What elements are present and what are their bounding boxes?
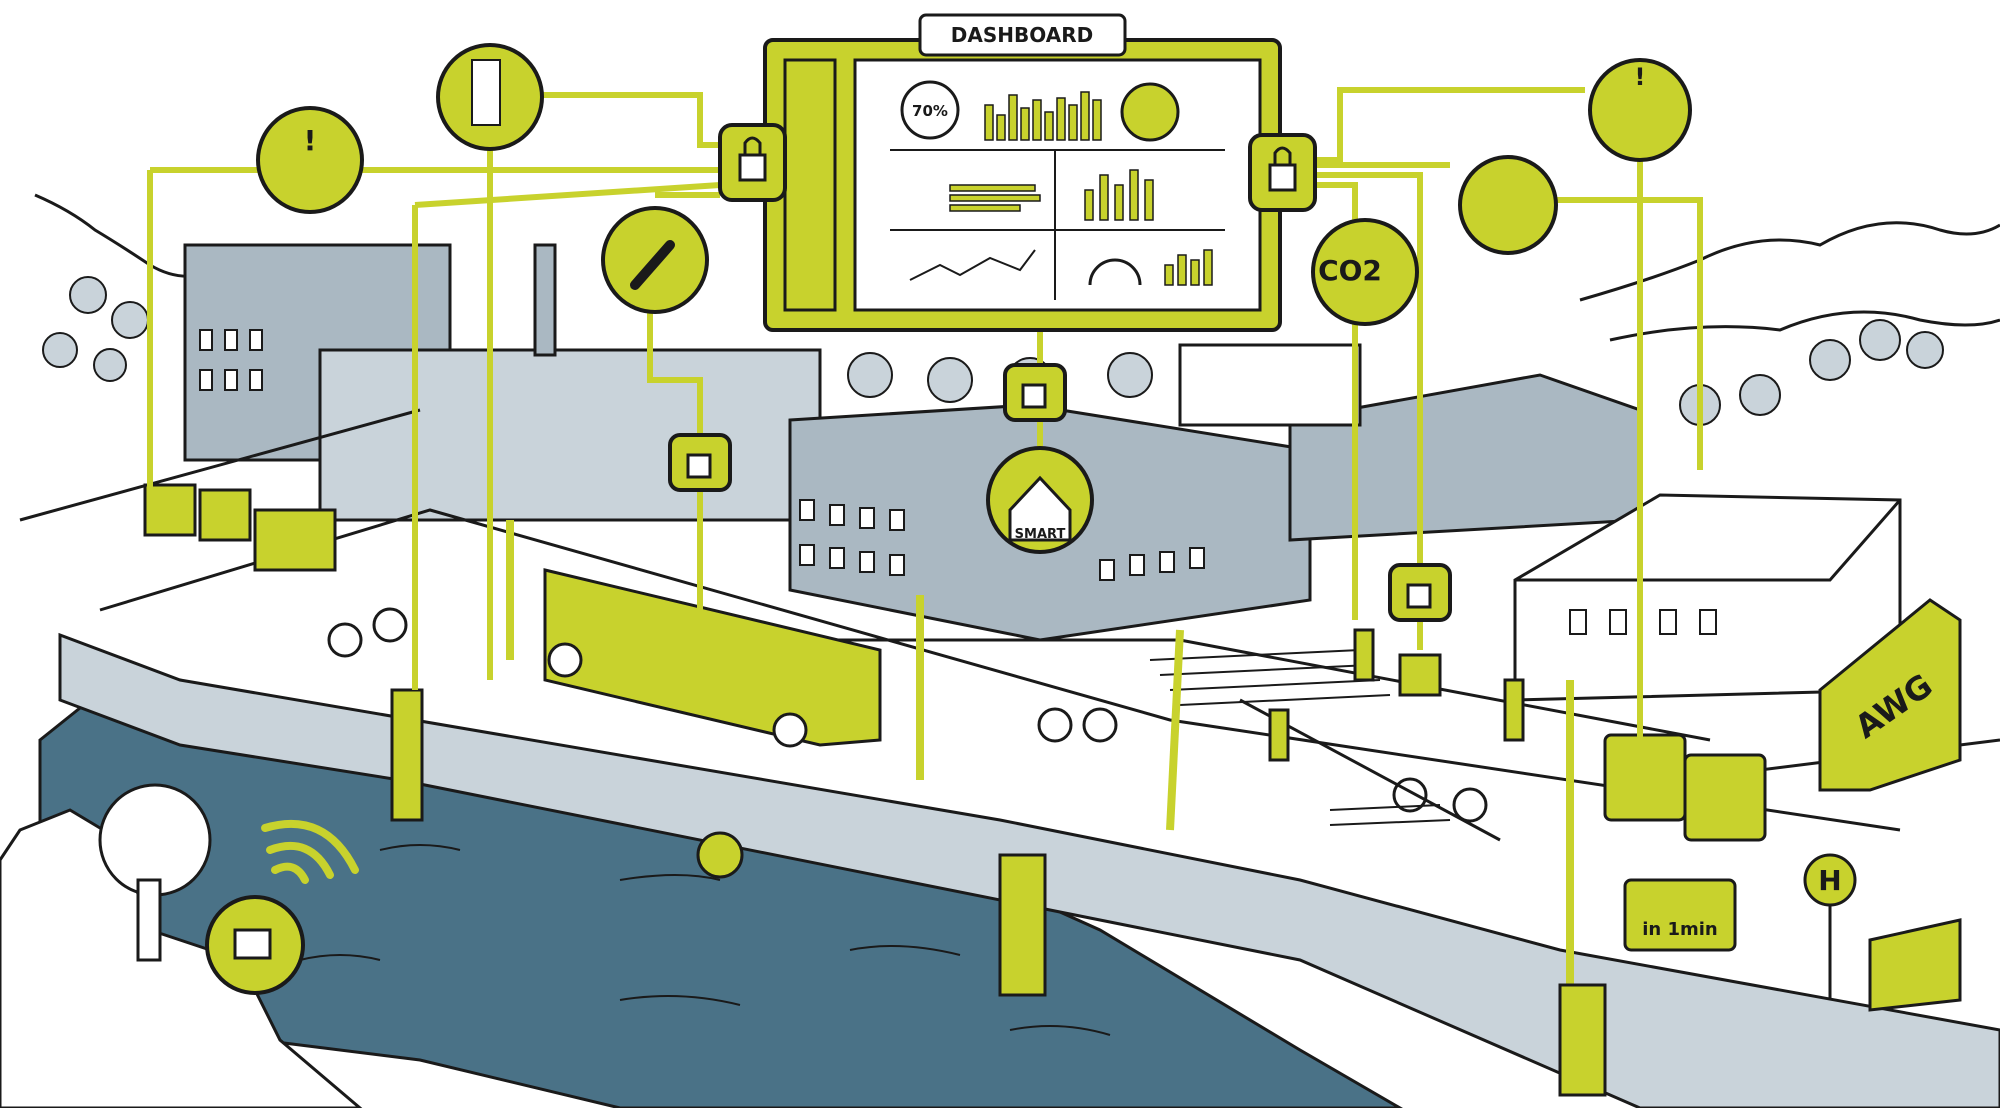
dashboard-title: DASHBOARD — [951, 23, 1093, 47]
bus-time-display — [1623, 878, 1737, 952]
traffic-light-2 — [1503, 678, 1525, 742]
lock-icon — [1388, 563, 1452, 622]
chimney — [533, 243, 557, 357]
recycling-container-1 — [143, 483, 197, 537]
water-level-gauge-2 — [998, 853, 1047, 997]
bus-wheel-front — [547, 642, 583, 678]
lock-icon — [668, 433, 732, 492]
bus-display-label: in 1min — [1642, 919, 1718, 940]
gauge-chart-icon — [900, 80, 960, 140]
street-lamp-3 — [1166, 629, 1184, 831]
traffic-accident-icon — [1458, 155, 1558, 255]
garbage-truck — [1818, 598, 1962, 792]
white-house — [1513, 493, 1902, 702]
alert-waste-icon — [256, 106, 364, 214]
wifi-signal-icon — [261, 819, 359, 884]
recycling-container-3 — [253, 508, 337, 572]
co2-label: CO2 — [1318, 254, 1382, 287]
bus-shelter — [1868, 918, 1962, 1012]
speedometer-icon — [1088, 258, 1142, 286]
svg-text:!: ! — [304, 124, 317, 157]
bus — [543, 568, 882, 747]
street-elements — [98, 483, 1962, 1097]
left-riverbank — [0, 808, 363, 1108]
water-level-gauge-1 — [390, 688, 424, 822]
bar-chart-icon — [984, 91, 1102, 141]
pie-chart-icon — [1120, 82, 1180, 142]
gauge-label: 70% — [912, 102, 948, 120]
tree-trunk — [136, 878, 162, 962]
bus-stop-letter: H — [1818, 864, 1841, 897]
water-quality-sensor — [696, 831, 744, 879]
sensor-icons: ! SMART CO2 ! — [205, 43, 1692, 995]
bus-wheel-rear — [772, 712, 808, 748]
traffic-light-1 — [1353, 628, 1375, 682]
traffic-light-3 — [1268, 708, 1290, 762]
smart-bin-1 — [1603, 733, 1687, 822]
bus-stop-sign — [1803, 853, 1857, 907]
horizontal-bar-icon — [949, 184, 1041, 212]
lock-icon — [718, 123, 787, 202]
small-bar-icon — [1164, 249, 1213, 286]
lock-icon — [1003, 363, 1067, 422]
column-chart-icon — [1084, 169, 1154, 221]
co2-icon — [1311, 218, 1419, 326]
back-office-building — [1178, 343, 1362, 427]
low-building — [318, 348, 822, 522]
dashboard-title-tab — [918, 13, 1127, 57]
cyclists — [327, 607, 1488, 823]
smart-bin-2 — [1683, 753, 1767, 842]
water-level-gauge-3 — [1558, 983, 1607, 1097]
recycling-container-2 — [198, 488, 252, 542]
lock-icons — [668, 123, 1452, 622]
dashboard-sidebar — [783, 58, 837, 312]
connection-lines — [147, 87, 1703, 740]
dashboard: DASHBOARD 70% — [763, 13, 1282, 332]
svg-text:!: ! — [1635, 63, 1646, 91]
direction-sign — [1398, 653, 1442, 697]
waste-bin-alert-icon — [1588, 58, 1692, 162]
line-chart-icon — [909, 249, 1036, 281]
lock-icon — [1248, 133, 1317, 212]
smart-home-label: SMART — [1015, 527, 1066, 542]
